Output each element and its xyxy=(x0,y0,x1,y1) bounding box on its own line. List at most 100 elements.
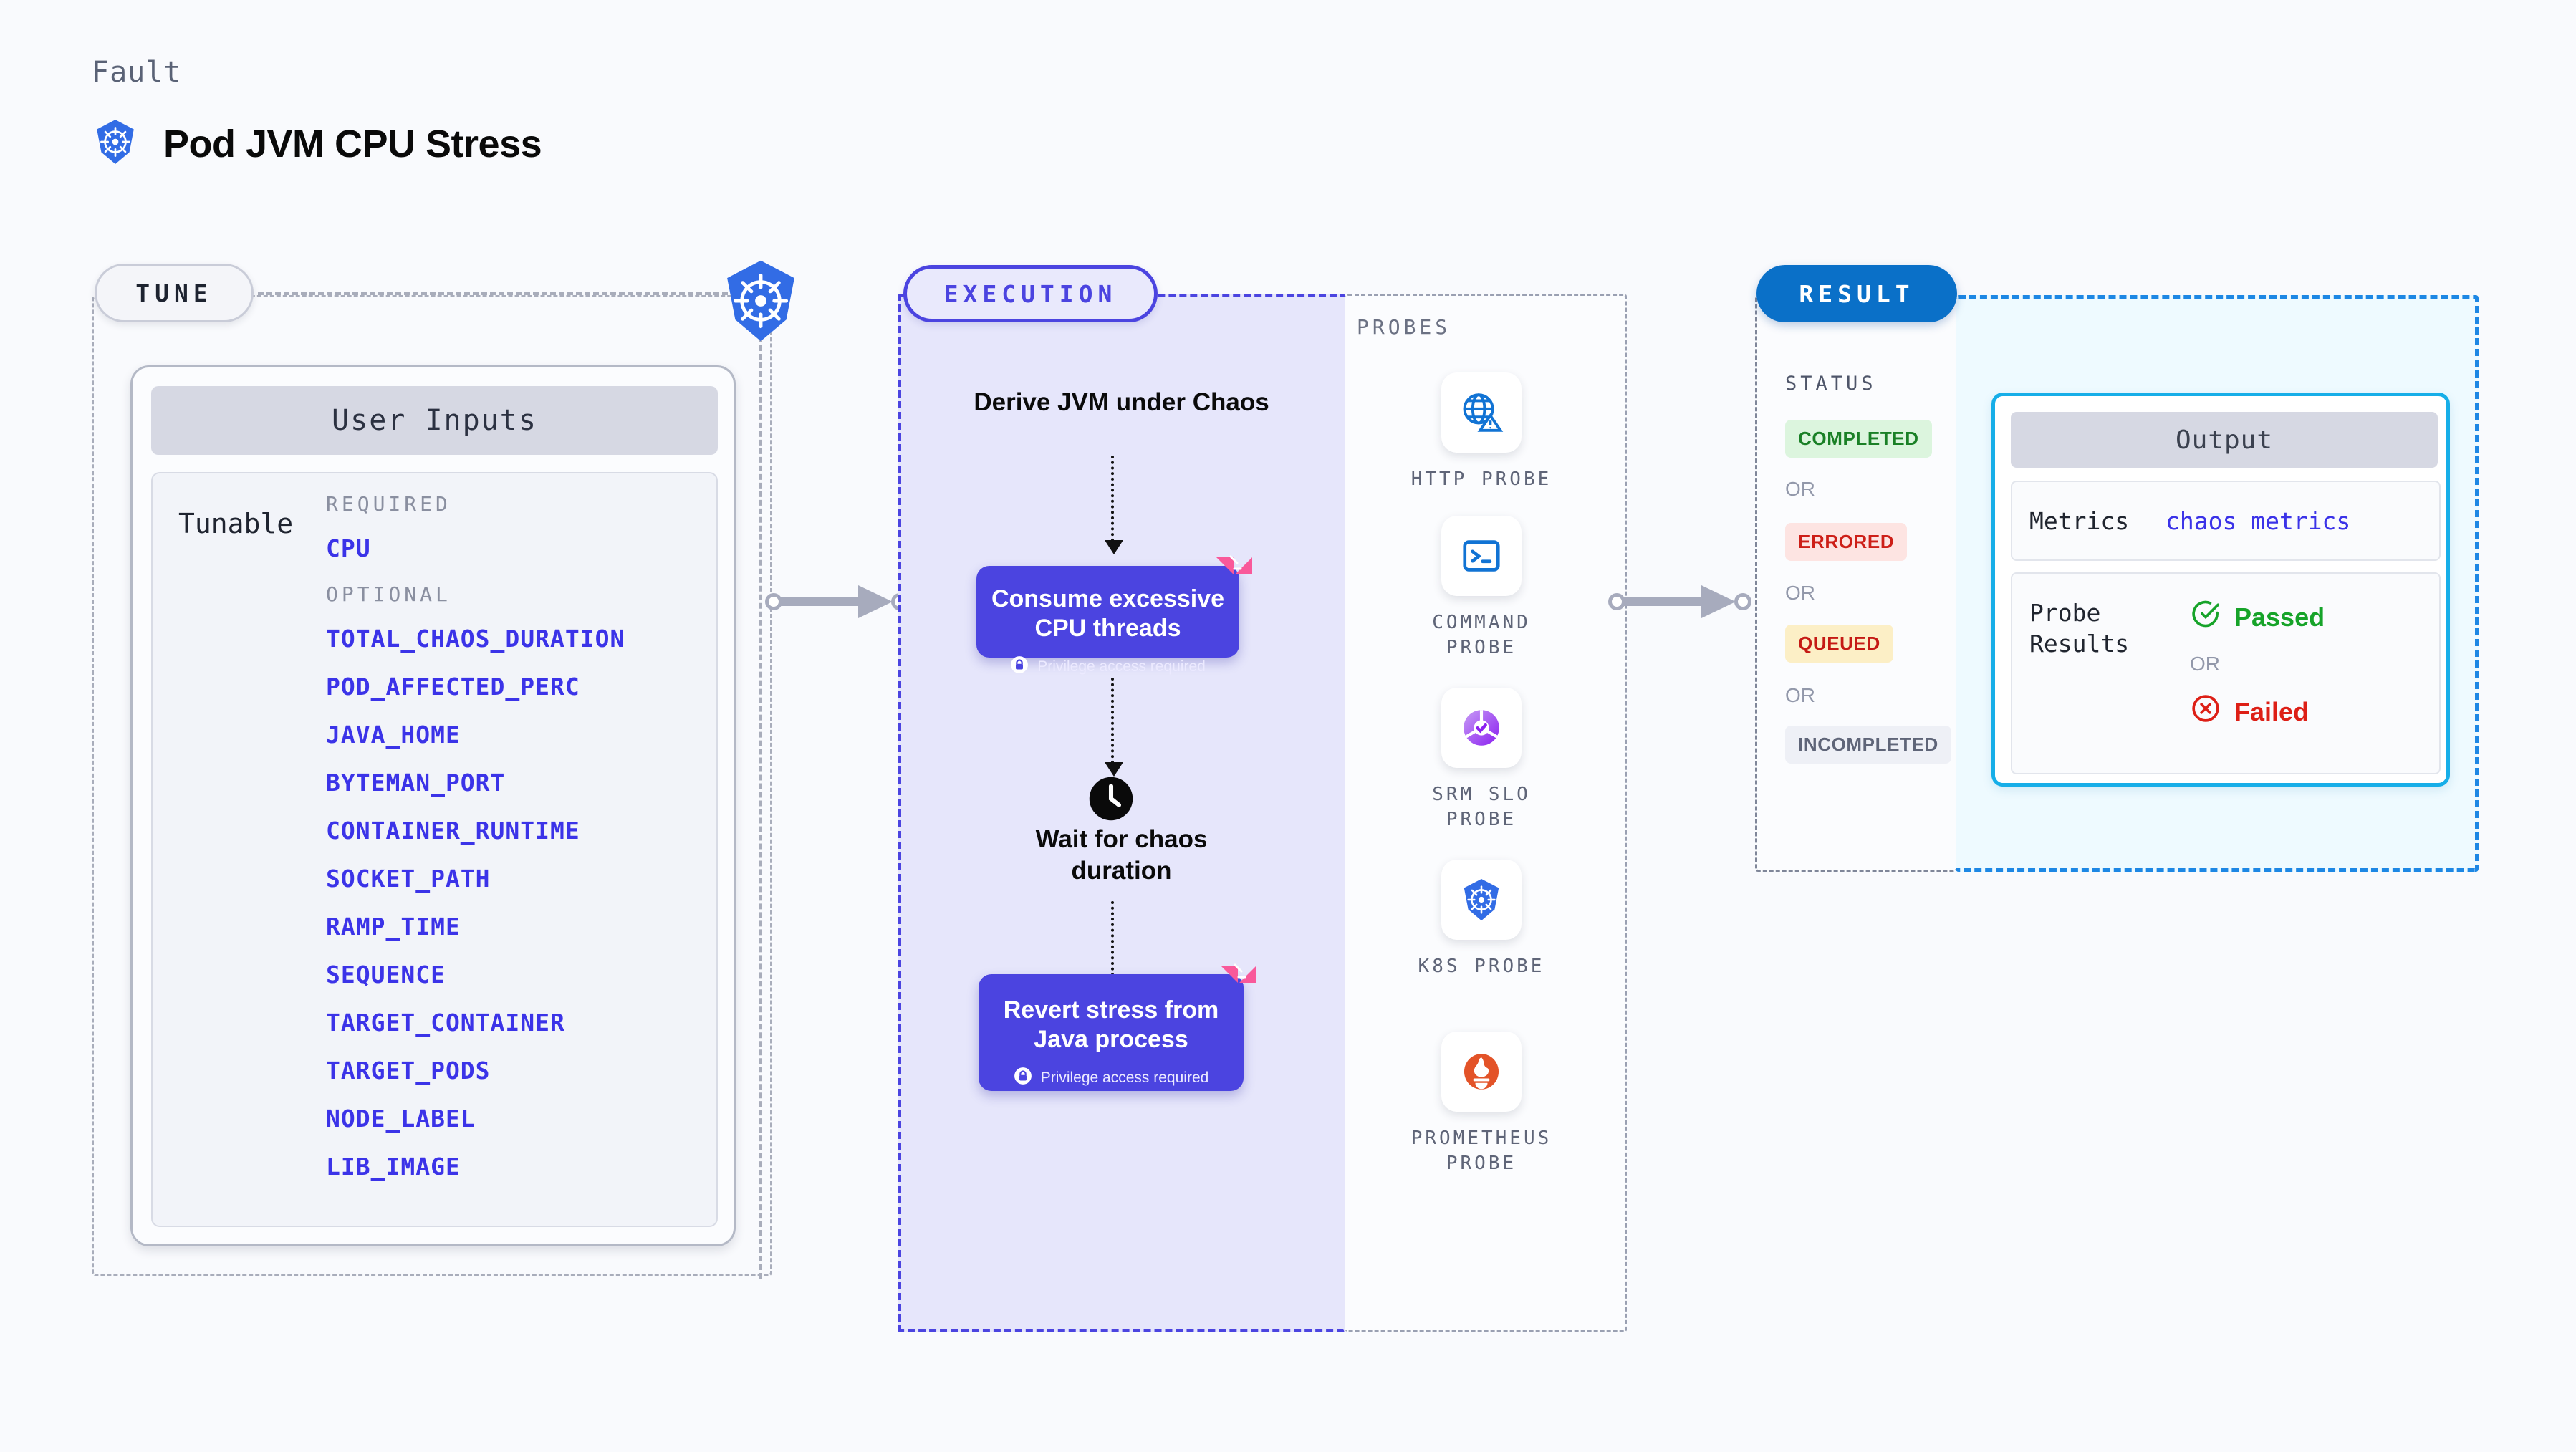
param-lib-image[interactable]: LIB_IMAGE xyxy=(326,1153,461,1181)
probes-label: PROBES xyxy=(1357,315,1451,339)
execution-arrow-2 xyxy=(1105,678,1123,777)
probe-label: HTTP PROBE xyxy=(1410,468,1552,490)
param-node-label[interactable]: NODE_LABEL xyxy=(326,1105,476,1133)
clock-icon xyxy=(1087,775,1135,822)
tunable-params-column: REQUIRED CPU OPTIONAL TOTAL_CHAOS_DURATI… xyxy=(326,492,698,1201)
page-title-row: Pod JVM CPU Stress xyxy=(92,118,542,169)
check-circle-icon xyxy=(2190,598,2221,636)
terminal-icon xyxy=(1441,516,1522,596)
param-target-pods[interactable]: TARGET_PODS xyxy=(326,1057,491,1085)
page-eyebrow: Fault xyxy=(92,56,182,89)
privilege-label: Privilege access required xyxy=(1037,658,1206,675)
status-badge-incompleted: INCOMPLETED xyxy=(1785,726,1951,764)
param-ramp-time[interactable]: RAMP_TIME xyxy=(326,913,461,941)
page-title: Pod JVM CPU Stress xyxy=(163,122,542,165)
probe-result-or-label: OR xyxy=(2190,653,2220,675)
probe-result-passed: Passed xyxy=(2190,598,2325,636)
status-or-label: OR xyxy=(1785,478,1815,500)
output-probe-results-row: Probe Results Passed OR Failed xyxy=(2011,572,2441,774)
execution-card-consume-cpu[interactable]: Consume excessive CPU threads Privilege … xyxy=(976,555,1252,675)
probes-panel xyxy=(1345,294,1627,1332)
connector-probes-to-result xyxy=(1608,585,1751,618)
tune-panel xyxy=(92,295,772,1276)
ribbon-badge-icon xyxy=(1213,550,1255,592)
param-pod-affected-perc[interactable]: POD_AFFECTED_PERC xyxy=(326,673,580,701)
connector-line xyxy=(777,597,870,606)
metrics-value[interactable]: chaos metrics xyxy=(2166,506,2351,535)
privilege-row: Privilege access required xyxy=(993,1067,1229,1090)
lock-icon xyxy=(1010,655,1029,678)
param-sequence[interactable]: SEQUENCE xyxy=(326,961,446,989)
connector-start-dot xyxy=(765,593,782,610)
kubernetes-icon xyxy=(1441,860,1522,940)
probe-passed-label: Passed xyxy=(2234,602,2325,632)
execution-step-wait-duration: Wait for chaos duration xyxy=(1035,825,1208,885)
probe-command[interactable]: COMMAND PROBE xyxy=(1410,516,1553,660)
status-or-label: OR xyxy=(1785,684,1815,706)
param-byteman-port[interactable]: BYTEMAN_PORT xyxy=(326,769,506,797)
tune-badge[interactable]: TUNE xyxy=(95,264,254,322)
param-java-home[interactable]: JAVA_HOME xyxy=(326,721,461,749)
connector-line xyxy=(1620,597,1713,606)
privilege-row: Privilege access required xyxy=(991,655,1225,678)
param-container-runtime[interactable]: CONTAINER_RUNTIME xyxy=(326,817,580,845)
probe-k8s[interactable]: K8S PROBE xyxy=(1410,860,1553,979)
probe-label: COMMAND PROBE xyxy=(1432,612,1531,659)
tunable-label: Tunable xyxy=(178,508,294,539)
connector-tune-to-execution xyxy=(765,585,908,618)
probe-http[interactable]: HTTP PROBE xyxy=(1410,372,1553,492)
globe-warning-icon xyxy=(1441,372,1522,453)
param-cpu[interactable]: CPU xyxy=(326,534,371,562)
execution-card-revert-stress[interactable]: Revert stress from Java process Privileg… xyxy=(979,963,1256,1091)
result-badge[interactable]: RESULT xyxy=(1756,265,1957,322)
output-metrics-row: Metrics chaos metrics xyxy=(2011,481,2441,561)
probe-result-failed: Failed xyxy=(2190,693,2309,731)
output-header: Output xyxy=(2011,412,2438,468)
result-status-panel xyxy=(1755,295,1956,872)
required-group-label: REQUIRED xyxy=(326,492,451,516)
status-or-label: OR xyxy=(1785,582,1815,604)
probe-label: SRM SLO PROBE xyxy=(1432,784,1531,831)
privilege-label: Privilege access required xyxy=(1040,1069,1209,1086)
gauge-check-icon xyxy=(1441,688,1522,768)
probe-prometheus[interactable]: PROMETHEUS PROBE xyxy=(1410,1032,1553,1176)
ribbon-badge-icon xyxy=(1218,958,1259,1000)
execution-step-derive-jvm: Derive JVM under Chaos xyxy=(974,388,1269,416)
output-card: Output Metrics chaos metrics Probe Resul… xyxy=(1991,393,2450,787)
status-label: STATUS xyxy=(1785,372,1877,395)
metrics-label: Metrics xyxy=(2029,506,2130,535)
connector-end-dot xyxy=(1734,593,1751,610)
status-badge-errored: ERRORED xyxy=(1785,523,1908,561)
connector-arrowhead xyxy=(858,585,893,618)
output-title: Output xyxy=(2175,425,2274,455)
probe-failed-label: Failed xyxy=(2234,696,2310,726)
param-target-container[interactable]: TARGET_CONTAINER xyxy=(326,1009,565,1037)
execution-badge-label: EXECUTION xyxy=(943,279,1118,308)
param-total-chaos-duration[interactable]: TOTAL_CHAOS_DURATION xyxy=(326,625,625,653)
probe-results-label: Probe Results xyxy=(2029,599,2130,658)
tune-badge-label: TUNE xyxy=(135,279,213,307)
result-badge-label: RESULT xyxy=(1799,279,1915,308)
tunable-box: Tunable REQUIRED CPU OPTIONAL TOTAL_CHAO… xyxy=(151,472,718,1227)
execution-card-title: Consume excessive CPU threads xyxy=(991,585,1225,643)
user-inputs-header: User Inputs xyxy=(151,386,718,455)
param-socket-path[interactable]: SOCKET_PATH xyxy=(326,865,491,893)
execution-arrow-1 xyxy=(1105,456,1123,554)
tune-right-dashed-line xyxy=(759,337,762,1279)
probe-label: K8S PROBE xyxy=(1418,956,1545,977)
prometheus-flame-icon xyxy=(1441,1032,1522,1112)
x-circle-icon xyxy=(2190,693,2221,731)
probe-label: PROMETHEUS PROBE xyxy=(1410,1128,1552,1175)
kubernetes-icon xyxy=(718,258,804,344)
user-inputs-card: User Inputs Tunable REQUIRED CPU OPTIONA… xyxy=(130,365,736,1246)
optional-group-label: OPTIONAL xyxy=(326,582,451,606)
connector-arrowhead xyxy=(1701,585,1736,618)
probe-srm-slo[interactable]: SRM SLO PROBE xyxy=(1410,688,1553,832)
user-inputs-title: User Inputs xyxy=(332,404,537,437)
lock-icon xyxy=(1014,1067,1032,1090)
execution-badge[interactable]: EXECUTION xyxy=(903,265,1158,322)
kubernetes-icon xyxy=(92,118,139,169)
execution-card-title: Revert stress from Java process xyxy=(1003,996,1219,1054)
tune-top-dashed-line xyxy=(258,292,745,295)
connector-start-dot xyxy=(1608,593,1625,610)
